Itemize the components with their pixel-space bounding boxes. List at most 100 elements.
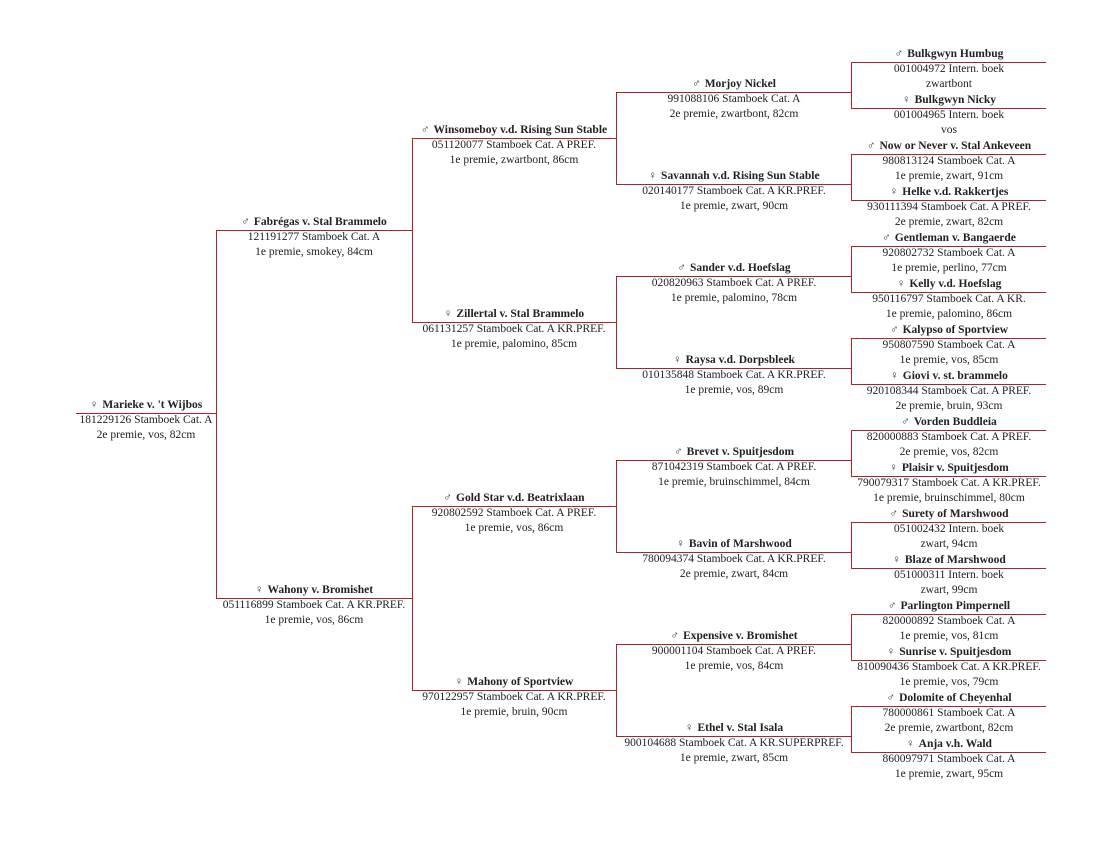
horse-description: 1e premie, vos, 81cm [899, 630, 999, 642]
horse-name: Winsomeboy v.d. Rising Sun Stable [433, 124, 608, 136]
horse-registration: 991088106 Stamboek Cat. A [667, 93, 801, 105]
horse-header: ♂Brevet v. Spuitjesdom [604, 445, 864, 460]
horse-registration: 181229126 Stamboek Cat. A [79, 414, 213, 426]
horse-name: Now or Never v. Stal Ankeveen [879, 140, 1032, 152]
horse-registration: 051120077 Stamboek Cat. A PREF. [431, 139, 597, 151]
horse-name: Raysa v.d. Dorpsbleek [685, 354, 795, 366]
horse-description: 2e premie, zwartbont, 82cm [669, 108, 799, 120]
horse-header: ♀Helke v.d. Rakkertjes [819, 185, 1079, 200]
female-symbol-icon: ♀ [254, 584, 264, 596]
horse-description: 1e premie, bruin, 90cm [460, 706, 568, 718]
horse-registration: 780000861 Stamboek Cat. A [882, 707, 1016, 719]
horse-header: ♂Gentleman v. Bangaerde [819, 231, 1079, 246]
horse-registration: 051116899 Stamboek Cat. A KR.PREF. [222, 599, 406, 611]
horse-header: ♀Plaisir v. Spuitjesdom [819, 461, 1079, 476]
horse-name: Kelly v.d. Hoefslag [909, 278, 1002, 290]
horse-header: ♂Vorden Buddleia [819, 415, 1079, 430]
horse-header: ♂Surety of Marshwood [819, 507, 1079, 522]
female-symbol-icon: ♀ [648, 170, 658, 182]
female-symbol-icon: ♀ [673, 354, 682, 366]
horse-registration: 970122957 Stamboek Cat. A KR.PREF. [422, 691, 606, 703]
horse-registration: 820000892 Stamboek Cat. A [882, 615, 1016, 627]
horse-description: 1e premie, zwart, 85cm [679, 752, 789, 764]
horse-name: Dolomite of Cheyenhal [899, 692, 1012, 704]
horse-registration: 061131257 Stamboek Cat. A KR.PREF. [422, 323, 606, 335]
horse-description: 1e premie, bruinschimmel, 80cm [873, 492, 1025, 504]
horse-name: Giovi v. st. brammelo [902, 370, 1008, 382]
female-symbol-icon: ♀ [443, 308, 453, 320]
female-symbol-icon: ♀ [684, 722, 694, 734]
male-symbol-icon: ♂ [677, 262, 686, 274]
horse-header: ♀Anja v.h. Wald [819, 737, 1079, 752]
male-symbol-icon: ♂ [443, 492, 453, 504]
horse-registration: 051002432 Intern. boek [893, 523, 1005, 535]
horse-description: 2e premie, zwart, 84cm [679, 568, 789, 580]
horse-name: Brevet v. Spuitjesdom [686, 446, 795, 458]
horse-header: ♂Sander v.d. Hoefslag [604, 261, 864, 276]
horse-registration: 980813124 Stamboek Cat. A [882, 155, 1016, 167]
horse-registration: 020820963 Stamboek Cat. A PREF. [651, 277, 817, 289]
horse-header: ♀Mahony of Sportview [384, 675, 644, 690]
horse-name: Vorden Buddleia [913, 416, 997, 428]
male-symbol-icon: ♂ [692, 78, 701, 90]
horse-header: ♂Gold Star v.d. Beatrixlaan [384, 491, 644, 506]
horse-name: Gentleman v. Bangaerde [894, 232, 1016, 244]
female-symbol-icon: ♀ [889, 462, 898, 474]
horse-description: 1e premie, vos, 89cm [684, 384, 784, 396]
horse-description: 1e premie, palomino, 85cm [450, 338, 578, 350]
horse-description: 1e premie, palomino, 86cm [885, 308, 1013, 320]
horse-node: ♀Savannah v.d. Rising Sun Stable 02014017… [604, 169, 864, 214]
horse-registration: 900104688 Stamboek Cat. A KR.SUPERPREF. [624, 737, 844, 749]
horse-header: ♀Bavin of Marshwood [604, 537, 864, 552]
horse-description: 2e premie, vos, 82cm [96, 429, 196, 441]
horse-registration: 860097971 Stamboek Cat. A [882, 753, 1016, 765]
horse-description: 2e premie, zwart, 82cm [894, 216, 1004, 228]
horse-description: 1e premie, zwart, 95cm [894, 768, 1004, 780]
male-symbol-icon: ♂ [901, 416, 910, 428]
horse-description: 1e premie, vos, 86cm [264, 614, 364, 626]
male-symbol-icon: ♂ [886, 692, 896, 704]
horse-description: zwart, 94cm [920, 538, 978, 550]
horse-name: Anja v.h. Wald [918, 738, 992, 750]
female-symbol-icon: ♀ [896, 278, 906, 290]
horse-header: ♀Giovi v. st. brammelo [819, 369, 1079, 384]
horse-header: ♀Wahony v. Bromishet [184, 583, 444, 598]
horse-description: zwartbont [926, 78, 972, 90]
horse-name: Savannah v.d. Rising Sun Stable [661, 170, 820, 182]
horse-description: 1e premie, perlino, 77cm [891, 262, 1007, 274]
horse-description: 2e premie, zwartbont, 82cm [884, 722, 1014, 734]
horse-name: Expensive v. Bromishet [683, 630, 798, 642]
horse-name: Bavin of Marshwood [688, 538, 792, 550]
horse-name: Gold Star v.d. Beatrixlaan [456, 492, 585, 504]
horse-header: ♂Bulkgwyn Humbug [819, 47, 1079, 62]
horse-name: Blaze of Marshwood [904, 554, 1006, 566]
horse-registration: 920802732 Stamboek Cat. A [882, 247, 1016, 259]
horse-description: 1e premie, zwartbont, 86cm [449, 154, 579, 166]
horse-registration: 950807590 Stamboek Cat. A [882, 339, 1016, 351]
horse-registration: 020140177 Stamboek Cat. A KR.PREF. [642, 185, 826, 197]
horse-name: Kalypso of Sportview [902, 324, 1009, 336]
horse-header: ♀Bulkgwyn Nicky [819, 93, 1079, 108]
horse-description: 1e premie, vos, 85cm [899, 354, 999, 366]
horse-header: ♀Blaze of Marshwood [819, 553, 1079, 568]
horse-registration: 930111394 Stamboek Cat. A PREF. [867, 201, 1031, 213]
